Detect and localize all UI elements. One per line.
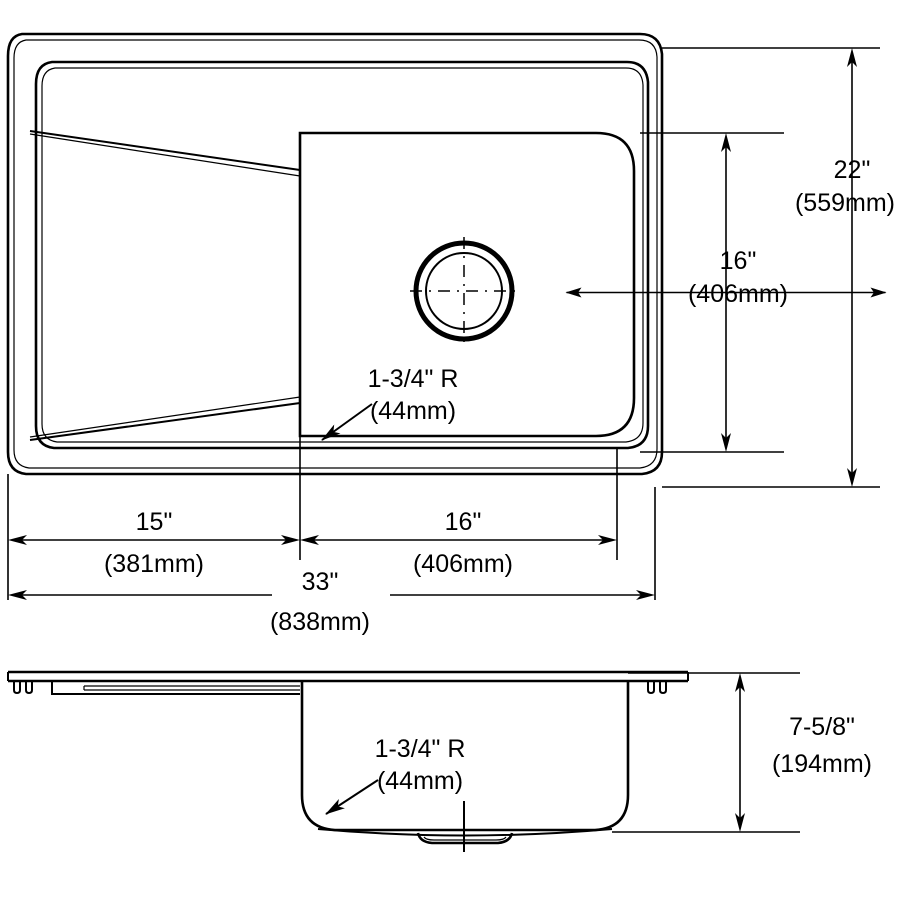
bowl-height-label-imperial: 7-5/8" bbox=[789, 713, 855, 741]
arrowhead-workboard-left bbox=[8, 535, 27, 545]
arrowhead-bowl-depth-top bbox=[721, 133, 731, 152]
arrowhead-workboard-right bbox=[281, 535, 300, 545]
overall-width-label-bg bbox=[272, 570, 390, 598]
bowl-depth-label-metric: (406mm) bbox=[688, 280, 788, 308]
mounting-clip-right-2 bbox=[659, 681, 667, 695]
workboard-width-label-imperial: 15" bbox=[136, 508, 173, 536]
sink-outer-rim-outline bbox=[6, 32, 664, 476]
arrowhead-bowl-width-left bbox=[300, 535, 319, 545]
arrowhead-bowl-width-right bbox=[598, 535, 617, 545]
sink-deck-boundary-offset bbox=[41, 67, 644, 443]
arrowhead-overall-depth-top bbox=[847, 48, 857, 67]
arrowhead-overall-width-right bbox=[636, 590, 655, 600]
elevation-workboard-recess bbox=[51, 681, 300, 695]
workboard-groove-lower-a bbox=[29, 402, 301, 441]
elevation-view-group: 1-3/4" R (44mm) 7-5/8" (194mm) bbox=[7, 670, 872, 852]
overall-width-label-imperial: 33" bbox=[302, 568, 339, 596]
radius-leader-elevation bbox=[325, 779, 379, 815]
mounting-clip-right-1 bbox=[647, 681, 655, 695]
workboard-groove-lower-b bbox=[29, 396, 301, 438]
bowl-width-label-imperial: 16" bbox=[445, 508, 482, 536]
arrowhead-overall-depth-bottom bbox=[847, 468, 857, 487]
arrowhead-bowl-depth-bottom bbox=[721, 433, 731, 452]
overall-depth-label-metric: (559mm) bbox=[795, 189, 895, 217]
bowl-height-label-metric: (194mm) bbox=[772, 750, 872, 778]
plan-view-group: 1-3/4" R (44mm) 16" (406mm) 22" (559mm) bbox=[6, 32, 895, 636]
bowl-width-label-metric: (406mm) bbox=[413, 550, 513, 578]
mounting-clip-left-1 bbox=[13, 681, 21, 695]
radius-label-plan-metric: (44mm) bbox=[370, 397, 456, 425]
sink-outer-rim-inner-edge bbox=[13, 39, 658, 469]
radius-leader-plan bbox=[321, 403, 373, 441]
arrowhead-overall-width-left bbox=[8, 590, 27, 600]
radius-label-elevation-metric: (44mm) bbox=[377, 767, 463, 795]
bowl-depth-label-imperial: 16" bbox=[720, 247, 757, 275]
mounting-clip-left-2 bbox=[25, 681, 33, 695]
workboard-width-label-metric: (381mm) bbox=[104, 550, 204, 578]
drain-inner-ring bbox=[425, 252, 503, 330]
sink-deck-boundary bbox=[34, 60, 650, 450]
radius-label-plan-imperial: 1-3/4" R bbox=[368, 365, 459, 393]
arrowhead-bowl-height-bottom bbox=[735, 813, 745, 832]
overall-width-label-metric: (838mm) bbox=[270, 608, 370, 636]
radius-label-elevation-imperial: 1-3/4" R bbox=[375, 735, 466, 763]
workboard-groove-upper-b bbox=[29, 133, 301, 177]
arrowhead-bowl-height-top bbox=[735, 673, 745, 692]
overall-depth-label-imperial: 22" bbox=[834, 156, 871, 184]
bowl-outline-plan bbox=[298, 131, 636, 438]
workboard-groove-upper-a bbox=[29, 130, 301, 171]
